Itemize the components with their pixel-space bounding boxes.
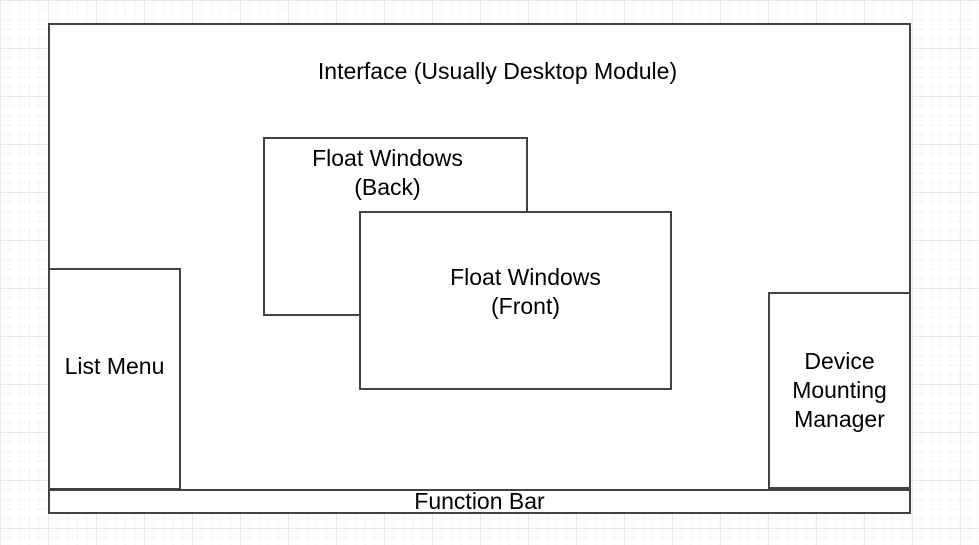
interface-label: Interface (Usually Desktop Module) bbox=[317, 58, 678, 84]
float-windows-front-box[interactable]: Float Windows (Front) bbox=[359, 211, 672, 390]
device-mounting-manager-box[interactable]: Device Mounting Manager bbox=[768, 292, 911, 489]
float-windows-back-label-line1: Float Windows bbox=[312, 145, 463, 171]
list-menu-label: List Menu bbox=[64, 352, 165, 379]
device-mounting-manager-label-line1: Device bbox=[804, 348, 875, 374]
list-menu-box[interactable]: List Menu bbox=[48, 268, 181, 490]
float-windows-front-label-line2: (Front) bbox=[491, 292, 560, 319]
float-windows-back-label-line2: (Back) bbox=[354, 174, 421, 200]
device-mounting-manager-label-line3: Manager bbox=[794, 406, 885, 432]
device-mounting-manager-label-line2: Mounting bbox=[792, 377, 887, 403]
function-bar[interactable]: Function Bar bbox=[48, 489, 911, 514]
float-windows-front-label-line1: Float Windows bbox=[450, 263, 601, 290]
function-bar-label: Function Bar bbox=[414, 488, 545, 514]
